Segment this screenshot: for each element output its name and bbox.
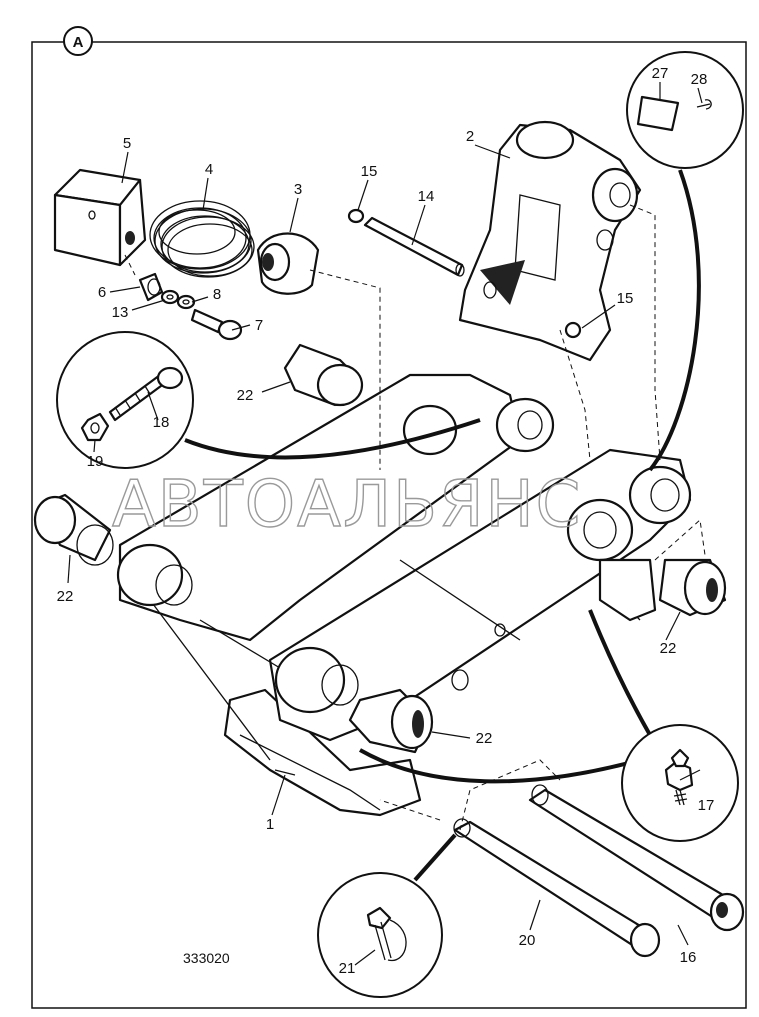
assembly-lines bbox=[124, 204, 706, 831]
callout-15-lower: 15 bbox=[617, 290, 634, 307]
callout-7: 7 bbox=[255, 317, 263, 334]
callout-22-left: 22 bbox=[57, 588, 74, 605]
callout-5: 5 bbox=[123, 135, 131, 152]
bolt-part-7 bbox=[190, 308, 243, 341]
callout-1: 1 bbox=[266, 816, 274, 833]
pin-part-16 bbox=[528, 784, 745, 932]
callout-15-upper: 15 bbox=[361, 163, 378, 180]
circlip-part-15-lower bbox=[564, 321, 582, 339]
callout-3: 3 bbox=[294, 181, 302, 198]
detail-circle-grease-nipple bbox=[621, 724, 739, 842]
callout-13: 13 bbox=[112, 304, 129, 321]
callout-labels: 5 4 3 15 14 2 15 6 13 8 7 22 18 19 22 22… bbox=[57, 65, 715, 977]
callout-14: 14 bbox=[418, 188, 435, 205]
watermark: АВТОАЛЬЯНС bbox=[112, 468, 582, 542]
bracket-part-2 bbox=[458, 120, 642, 362]
callout-20: 20 bbox=[519, 932, 536, 949]
callout-16: 16 bbox=[680, 949, 697, 966]
pin-part-14 bbox=[363, 216, 465, 277]
bush-part-22-bottom bbox=[348, 688, 434, 754]
leader-lines bbox=[67, 82, 703, 966]
washer-part-8 bbox=[176, 294, 196, 310]
view-label: A bbox=[73, 34, 84, 51]
callout-17: 17 bbox=[698, 797, 715, 814]
callout-28: 28 bbox=[691, 71, 708, 88]
view-label-badge: A bbox=[63, 26, 93, 56]
callout-22-bottom: 22 bbox=[476, 730, 493, 747]
callout-8: 8 bbox=[213, 286, 221, 303]
detail-circle-plate-rivet bbox=[626, 51, 744, 169]
callout-4: 4 bbox=[205, 161, 213, 178]
callout-27: 27 bbox=[652, 65, 669, 82]
callout-6: 6 bbox=[98, 284, 106, 301]
callout-19: 19 bbox=[87, 453, 104, 470]
bush-part-22-right bbox=[658, 558, 727, 617]
callout-22-top: 22 bbox=[237, 387, 254, 404]
bush-part-22-left bbox=[33, 493, 114, 566]
callout-22-right: 22 bbox=[660, 640, 677, 657]
bush-part-6 bbox=[138, 272, 164, 302]
detail-connectors bbox=[184, 169, 701, 882]
drawing-frame bbox=[31, 41, 747, 1009]
washer-part-13 bbox=[160, 289, 180, 305]
callout-2: 2 bbox=[466, 128, 474, 145]
cap-part-3 bbox=[256, 232, 320, 295]
callout-21: 21 bbox=[339, 960, 356, 977]
spring-part-4 bbox=[149, 200, 255, 278]
detail-circle-bolt-nut bbox=[56, 331, 194, 469]
drawing-number: 333020 bbox=[183, 950, 230, 966]
bush-part-22-top bbox=[283, 343, 364, 407]
circlip-part-15-upper bbox=[347, 208, 365, 224]
callout-18: 18 bbox=[153, 414, 170, 431]
main-frame-part-1 bbox=[116, 373, 692, 817]
pin-part-20 bbox=[453, 818, 661, 958]
detail-circle-linch-pin bbox=[317, 872, 443, 998]
block-part-5 bbox=[53, 168, 147, 267]
